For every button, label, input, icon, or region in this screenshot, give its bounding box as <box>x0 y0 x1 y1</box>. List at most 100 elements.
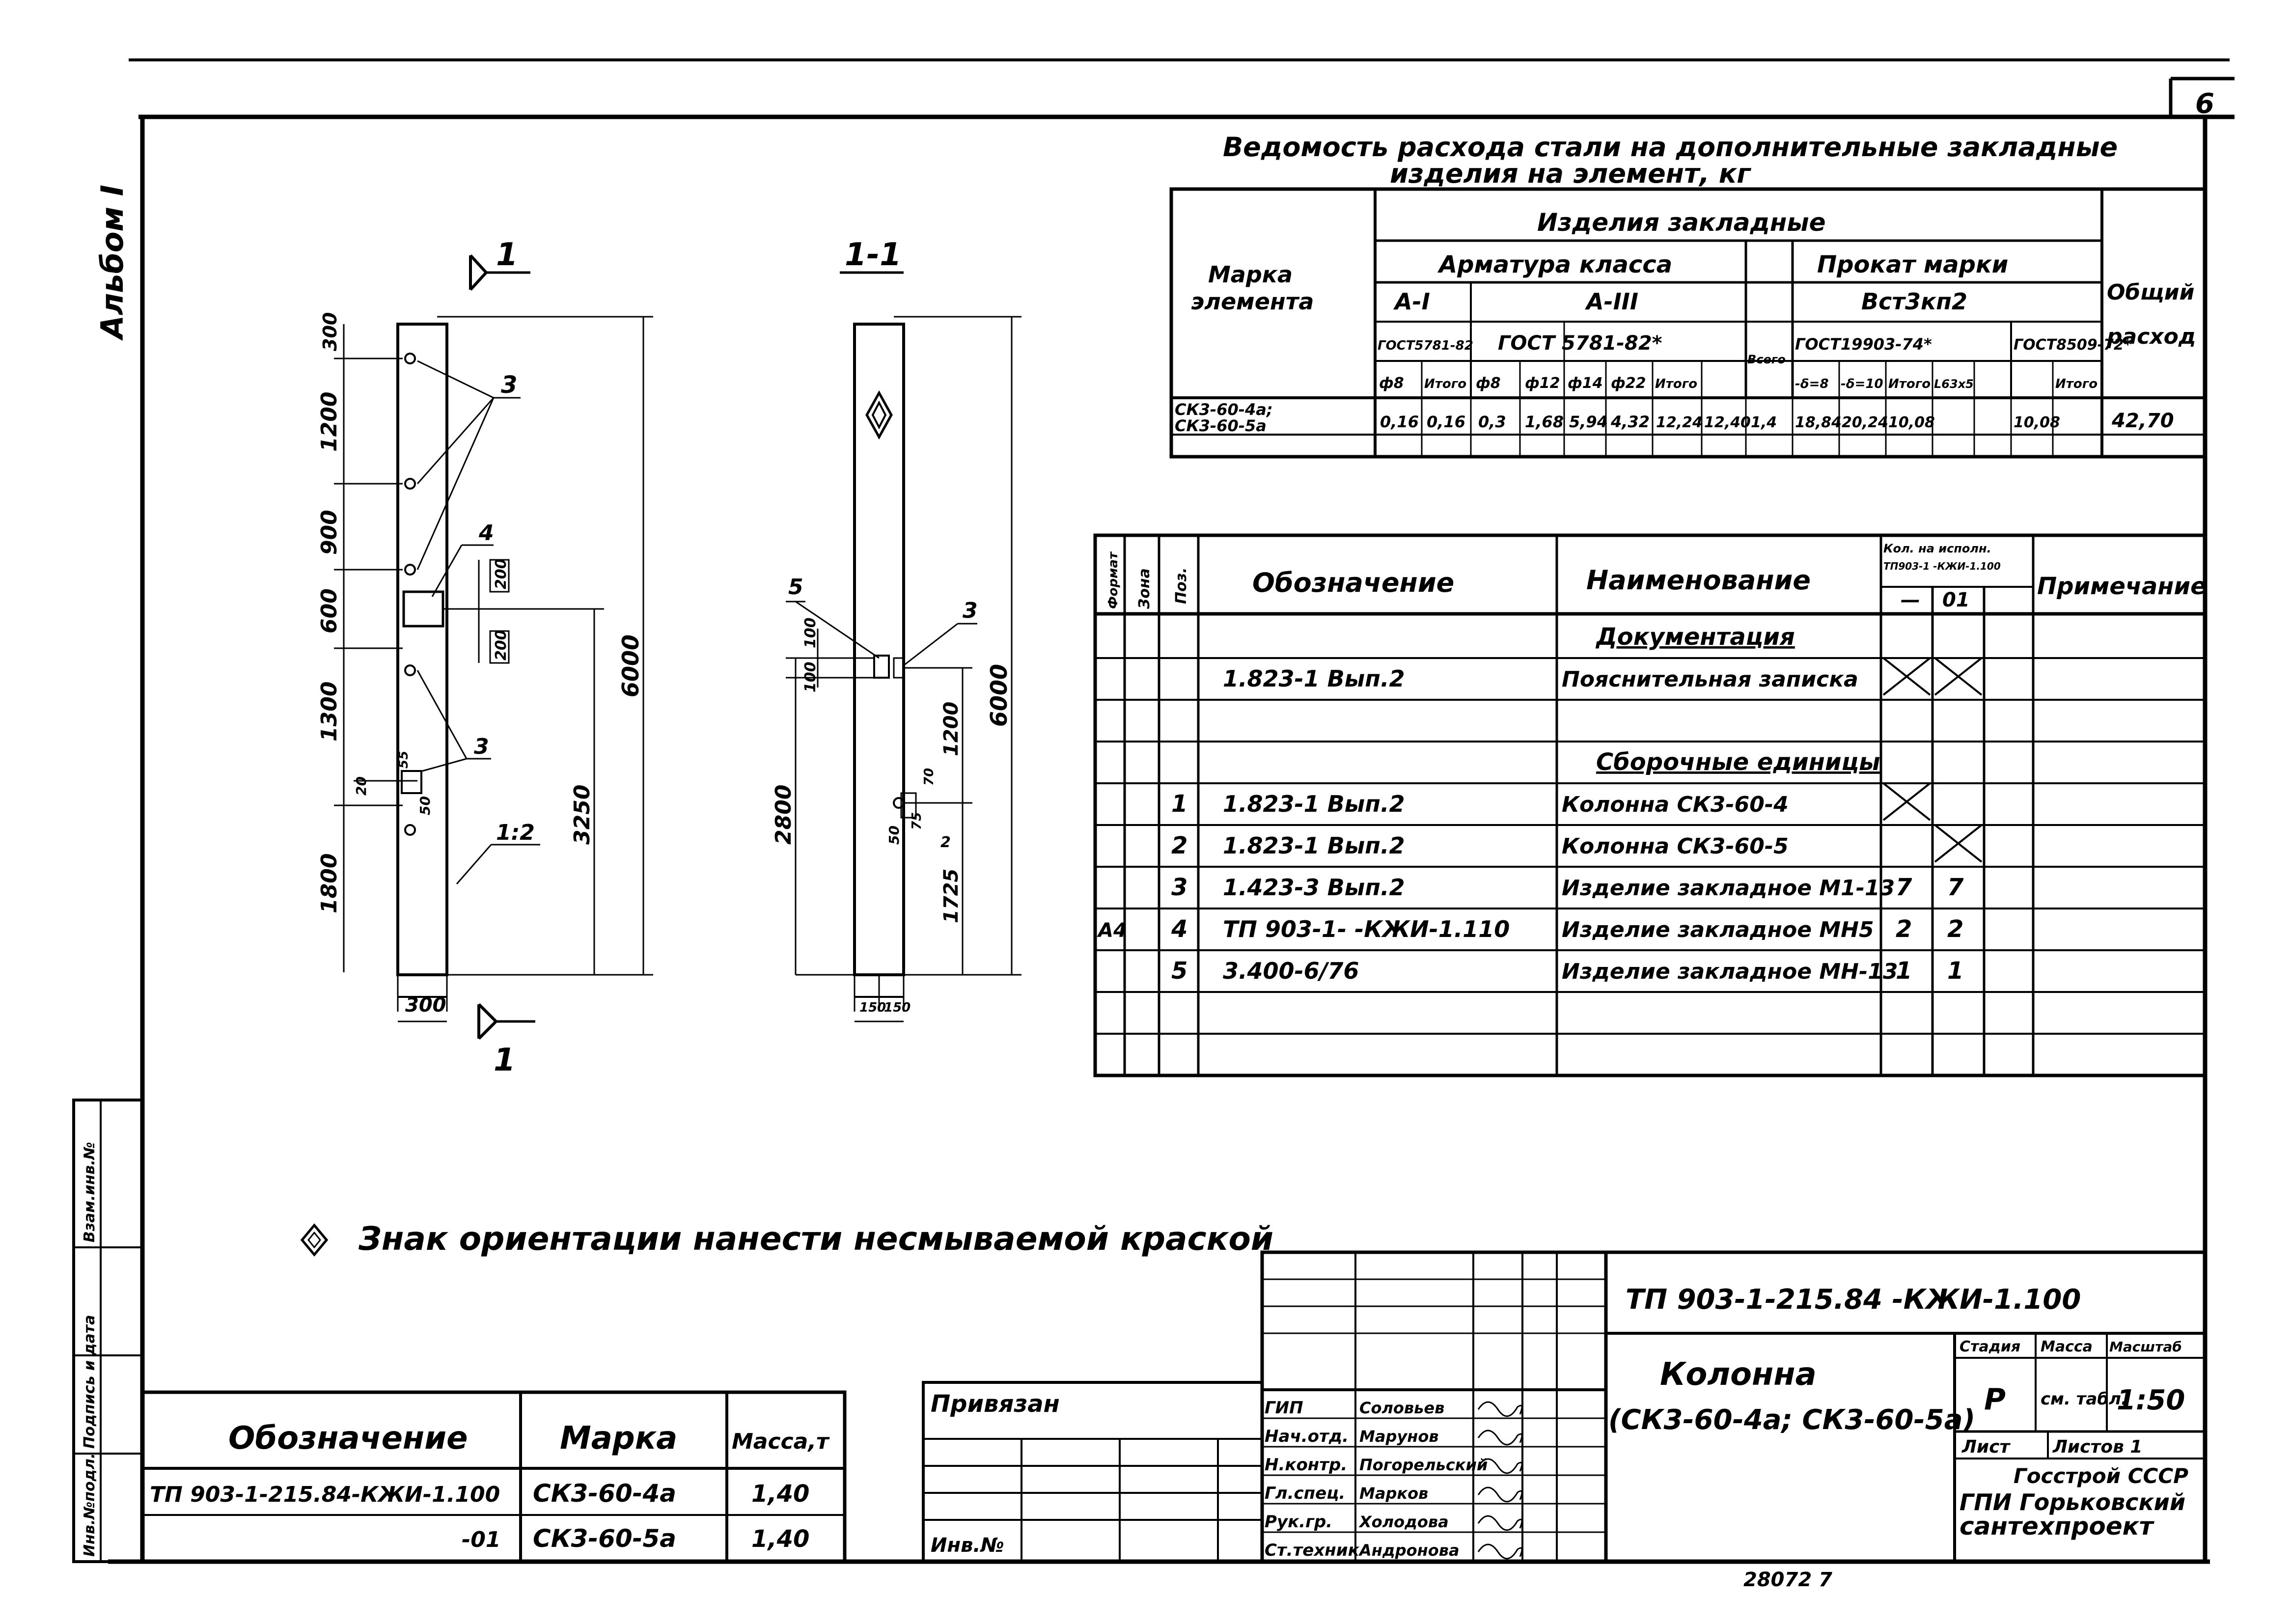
album-label: Альбом I <box>94 185 130 341</box>
spec-table: Формат Зона Поз. Обозначение Наименовани… <box>1093 533 2207 1077</box>
title-scale: 1:50 <box>2117 1384 2185 1416</box>
section-dim: 2800 <box>771 785 796 845</box>
cross-mark-icon <box>1882 657 1931 696</box>
front-dim-overall: 6000 <box>617 634 644 697</box>
mark-h-mark: Марка <box>560 1420 677 1457</box>
spec-row-lines <box>1095 657 2205 1035</box>
front-section-label-top: 1 <box>496 237 518 273</box>
steel-value: 18,84 <box>1795 414 1842 431</box>
front-callout: 3 <box>501 371 517 399</box>
section-dim: 100 <box>802 617 819 648</box>
spec-row-qty-2: 2 <box>1947 915 1963 943</box>
title-org-2: ГПИ Горьковский <box>1960 1489 2185 1515</box>
steel-value: 1,68 <box>1525 413 1564 431</box>
spec-row-name: Документация <box>1595 623 1795 651</box>
spec-row-qty-1: 1 <box>1896 957 1912 985</box>
spec-row-name: Изделие закладное МН5 <box>1562 917 1874 942</box>
section-dim-right: 1200 <box>940 702 963 756</box>
spec-h-name: Наименование <box>1586 565 1811 596</box>
steel-value: 12,40 <box>1704 414 1751 431</box>
section-callout: 5 <box>788 575 803 600</box>
steel-h-gost-a3: ГОСТ 5781-82* <box>1498 332 1662 355</box>
section-dim-small: 70 <box>922 768 937 786</box>
steel-col-header: Итого <box>2055 377 2098 391</box>
steel-value: 1,4 <box>1751 414 1777 431</box>
spec-row-designation: ТП 903-1- -КЖИ-1.110 <box>1223 916 1510 942</box>
steel-h-a3: А-III <box>1585 288 1638 315</box>
mark-table: Обозначение Марка Масса,т ТП 903-1-215.8… <box>140 1390 847 1564</box>
mark-row-mark: СК3-60-5а <box>533 1524 676 1553</box>
title-org-1: Госстрой СССР <box>2014 1464 2188 1488</box>
steel-value: 5,94 <box>1569 413 1608 431</box>
title-doc-code: ТП 903-1-215.84 -КЖИ-1.100 <box>1626 1284 2081 1316</box>
section-dim-overall: 6000 <box>986 664 1012 727</box>
cross-mark-icon <box>1934 824 1983 863</box>
front-dim: 1200 <box>317 392 342 452</box>
side-stamp-inv: Инв.№подл. <box>81 1453 98 1557</box>
front-dim-width: 300 <box>405 994 446 1017</box>
role-person: Марунов <box>1359 1427 1439 1446</box>
signature-icon <box>1477 1430 1523 1446</box>
signature-icon <box>1477 1486 1523 1503</box>
steel-col-header: ф14 <box>1568 375 1603 392</box>
spec-row-pos: 3 <box>1171 874 1187 901</box>
spec-row-designation: 1.823-1 Вып.2 <box>1223 791 1405 817</box>
orientation-note-text: Знак ориентации нанести несмываемой крас… <box>358 1220 1273 1258</box>
title-h-mass: Масса <box>2041 1338 2093 1355</box>
mark-h-designation: Обозначение <box>228 1420 468 1457</box>
orientation-mark-icon <box>300 1223 329 1257</box>
front-dim-3250: 3250 <box>570 785 595 845</box>
steel-h-mark-2: элемента <box>1191 288 1314 315</box>
steel-h-armature: Арматура класса <box>1437 251 1672 278</box>
front-dim: 900 <box>317 510 342 555</box>
spec-row-qty-1: 7 <box>1896 874 1912 901</box>
page-number: 6 <box>2195 88 2214 120</box>
front-dim: 300 <box>319 312 341 351</box>
spec-row-qty-2: 7 <box>1947 874 1964 901</box>
front-view: 1 1 300 1200 900 600 1300 1800 <box>317 237 653 1078</box>
steel-value-total: 42,70 <box>2111 410 2174 432</box>
signature-icon <box>1477 1458 1523 1474</box>
steel-value: 10,08 <box>2014 414 2060 431</box>
signature-icon <box>1477 1543 1523 1560</box>
steel-col-header: Итого <box>1655 377 1697 391</box>
steel-value: 0,3 <box>1478 413 1506 431</box>
role-person: Холодова <box>1358 1513 1449 1531</box>
steel-table: Ведомость расхода стали на дополнительны… <box>1169 132 2207 459</box>
steel-col-header: -δ=10 <box>1841 377 1883 391</box>
title-marks: (СК3-60-4а; СК3-60-5а) <box>1608 1404 1975 1436</box>
steel-h-all: Всего <box>1747 353 1786 366</box>
title-sheet-label: Лист <box>1961 1437 2011 1457</box>
steel-col-header: ф8 <box>1476 375 1501 392</box>
section-dim-bottom: 150 <box>859 1000 886 1015</box>
title-stage: Р <box>1984 1382 2006 1417</box>
section-callout: 3 <box>963 598 978 623</box>
bottom-number: 28072 7 <box>1743 1569 1832 1591</box>
section-dim-right: 1725 <box>940 869 963 923</box>
signature-icon <box>1477 1515 1523 1531</box>
steel-value: 20,24 <box>1842 414 1888 431</box>
spec-h-pos: Поз. <box>1173 567 1190 604</box>
role-label: Н.контр. <box>1265 1455 1347 1475</box>
steel-h-gost-19903: ГОСТ19903-74* <box>1795 335 1932 354</box>
side-stamp-sign: Подпись и дата <box>81 1315 98 1449</box>
spec-h-designation: Обозначение <box>1252 567 1454 598</box>
spec-h-qty-col-2: 01 <box>1942 589 1970 611</box>
steel-value: 10,08 <box>1888 414 1935 431</box>
role-label: Гл.спец. <box>1265 1484 1345 1503</box>
section-dim-small: 2 <box>940 834 951 851</box>
role-label: Ст.техник <box>1265 1541 1360 1560</box>
spec-row-qty-1: 2 <box>1896 915 1912 943</box>
section-dim-small: 75 <box>910 812 924 830</box>
binding-block: Привязан Инв.№ <box>922 1381 1264 1563</box>
steel-h-vst: Вст3кп2 <box>1861 288 1967 315</box>
steel-col-header: L63x5 <box>1934 377 1974 391</box>
spec-row-pos: 5 <box>1171 957 1187 985</box>
front-dim: 600 <box>317 588 342 633</box>
mark-row-mark: СК3-60-4а <box>533 1479 676 1508</box>
steel-row-values: 0,16 0,16 0,3 1,68 5,94 4,32 12,24 12,40… <box>1380 410 2174 432</box>
spec-h-zone: Зона <box>1136 568 1153 609</box>
